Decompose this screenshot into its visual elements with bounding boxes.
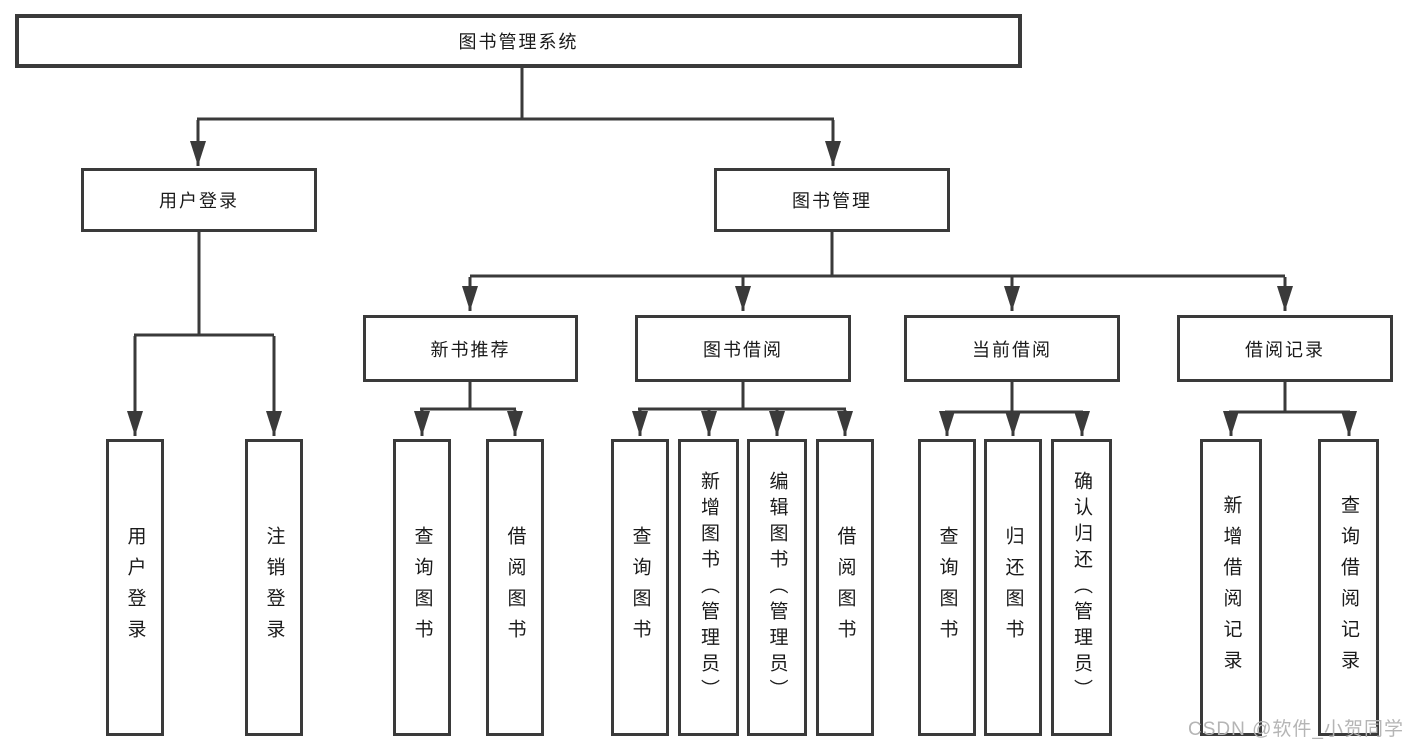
leaf-query-books-borrowing: 查询图书 bbox=[611, 439, 669, 736]
node-new-book-recommend-label: 新书推荐 bbox=[430, 339, 511, 360]
watermark-text: CSDN @软件_小贺同学 bbox=[1188, 719, 1404, 740]
leaf-add-book-admin: 新增图书（管理员） bbox=[678, 439, 739, 736]
leaf-confirm-return-admin-label: 确认归还（管理员） bbox=[1071, 470, 1092, 705]
node-library-system-label: 图书管理系统 bbox=[458, 32, 579, 52]
leaf-user-login: 用户登录 bbox=[106, 439, 164, 736]
node-user-login: 用户登录 bbox=[81, 168, 317, 232]
node-book-management-label: 图书管理 bbox=[792, 191, 872, 211]
node-user-login-label: 用户登录 bbox=[159, 191, 239, 211]
leaf-edit-book-admin-label: 编辑图书（管理员） bbox=[766, 470, 788, 705]
leaf-edit-book-admin: 编辑图书（管理员） bbox=[747, 439, 807, 736]
leaf-query-books-current: 查询图书 bbox=[918, 439, 976, 736]
node-current-borrowing-label: 当前借阅 bbox=[972, 339, 1052, 360]
leaf-logout-login: 注销登录 bbox=[245, 439, 303, 736]
node-book-management: 图书管理 bbox=[714, 168, 950, 232]
leaf-return-book: 归还图书 bbox=[984, 439, 1042, 736]
leaf-add-book-admin-label: 新增图书（管理员） bbox=[698, 470, 719, 705]
leaf-confirm-return-admin: 确认归还（管理员） bbox=[1051, 439, 1112, 736]
node-borrowing-records-label: 借阅记录 bbox=[1245, 339, 1325, 360]
leaf-logout-login-label: 注销登录 bbox=[263, 525, 285, 650]
leaf-query-borrow-record: 查询借阅记录 bbox=[1318, 439, 1379, 736]
leaf-add-borrow-record-label: 新增借阅记录 bbox=[1220, 494, 1242, 681]
node-library-system: 图书管理系统 bbox=[15, 14, 1022, 68]
leaf-user-login-label: 用户登录 bbox=[124, 525, 146, 650]
leaf-query-books-recommend-label: 查询图书 bbox=[411, 525, 433, 650]
leaf-query-books-current-label: 查询图书 bbox=[936, 525, 958, 650]
node-book-borrowing-label: 图书借阅 bbox=[703, 339, 783, 360]
leaf-borrow-books-recommend-label: 借阅图书 bbox=[504, 525, 526, 650]
leaf-borrow-books: 借阅图书 bbox=[816, 439, 874, 736]
leaf-add-borrow-record: 新增借阅记录 bbox=[1200, 439, 1262, 736]
leaf-return-book-label: 归还图书 bbox=[1002, 525, 1024, 650]
node-borrowing-records: 借阅记录 bbox=[1177, 315, 1393, 382]
node-new-book-recommend: 新书推荐 bbox=[363, 315, 578, 382]
leaf-borrow-books-recommend: 借阅图书 bbox=[486, 439, 544, 736]
leaf-query-borrow-record-label: 查询借阅记录 bbox=[1338, 494, 1359, 681]
node-current-borrowing: 当前借阅 bbox=[904, 315, 1120, 382]
leaf-borrow-books-label: 借阅图书 bbox=[834, 525, 856, 650]
node-book-borrowing: 图书借阅 bbox=[635, 315, 851, 382]
leaf-query-books-recommend: 查询图书 bbox=[393, 439, 451, 736]
leaf-query-books-borrowing-label: 查询图书 bbox=[629, 525, 651, 650]
